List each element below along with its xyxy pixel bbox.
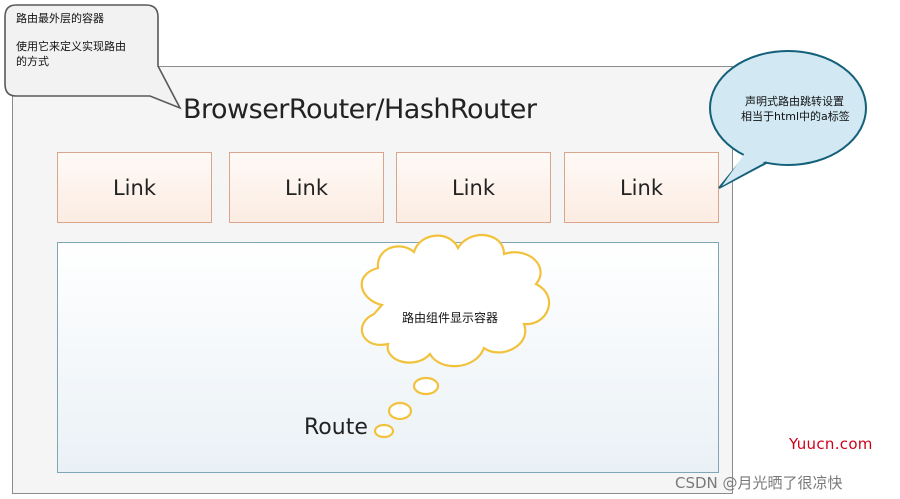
link-box-2: Link — [229, 152, 384, 223]
link-label: Link — [451, 175, 495, 200]
csdn-watermark: CSDN @月光晒了很凉快 — [675, 474, 843, 492]
router-title: BrowserRouter/HashRouter — [183, 94, 537, 125]
link-box-4: Link — [564, 152, 719, 223]
outer-callout-desc-line1: 使用它来定义实现路由 — [16, 40, 126, 53]
cloud-text: 路由组件显示容器 — [402, 311, 499, 325]
link-callout-line1: 声明式路由跳转设置 — [745, 95, 844, 108]
link-label: Link — [619, 175, 663, 200]
outer-callout-desc-line2: 的方式 — [16, 55, 49, 68]
link-label: Link — [112, 175, 156, 200]
link-box-1: Link — [57, 152, 212, 223]
site-watermark: Yuucn.com — [789, 435, 873, 453]
link-label: Link — [284, 175, 328, 200]
link-callout-line2: 相当于html中的a标签 — [741, 110, 850, 123]
outer-callout-title: 路由最外层的容器 — [16, 12, 104, 25]
route-label: Route — [304, 415, 368, 440]
link-box-3: Link — [396, 152, 551, 223]
